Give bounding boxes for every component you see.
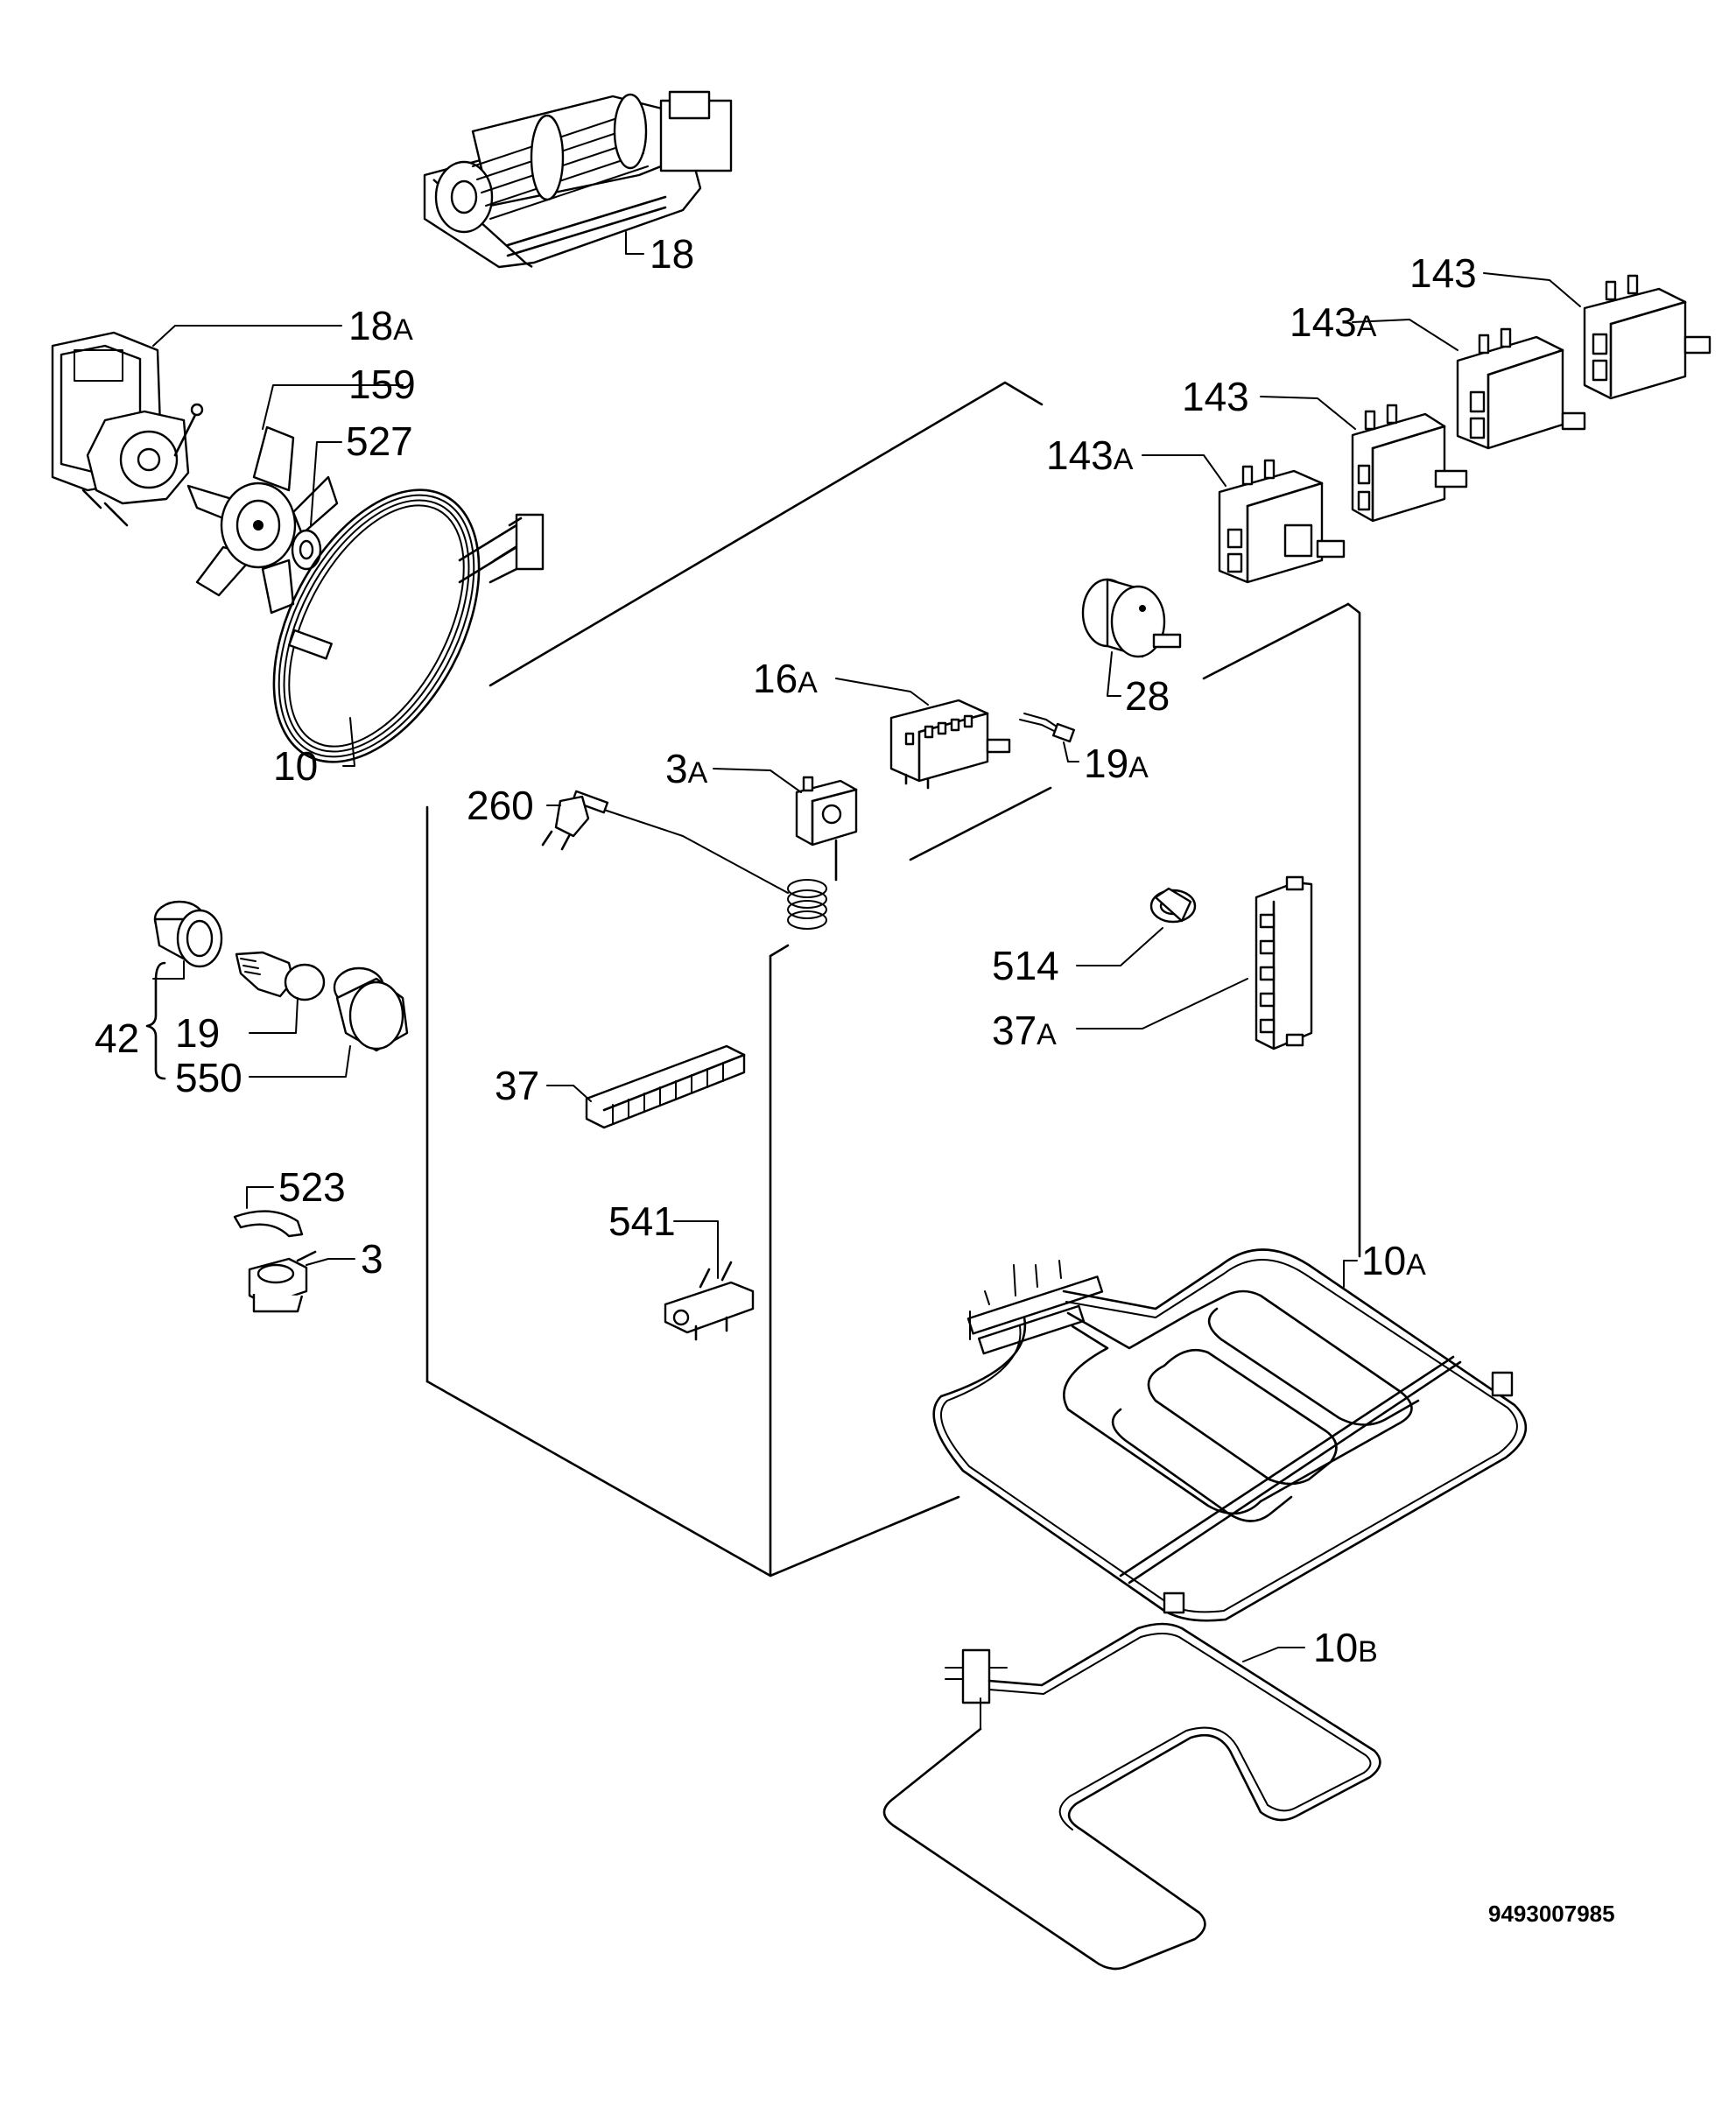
leader-10a: [1343, 1260, 1358, 1288]
part-label-159: 159: [348, 362, 416, 407]
part-label-143a-upper: 143A: [1290, 299, 1377, 345]
part-label-42: 42: [95, 1015, 139, 1061]
leader-527: [310, 441, 342, 526]
leader-10: [342, 717, 355, 767]
circular-heating-element-part: [272, 488, 545, 763]
lamp-holder-part: [153, 900, 223, 968]
bracket-42: [145, 961, 166, 1080]
thermostat-28-part: [1081, 578, 1182, 658]
fan-motor-part: [51, 331, 204, 527]
part-label-18a: 18A: [348, 303, 413, 348]
part-label-260: 260: [467, 783, 534, 828]
part-label-28: 28: [1125, 673, 1170, 719]
leader-143-top: [1483, 272, 1581, 307]
switch-143a-upper-part: [1456, 327, 1586, 450]
part-label-19a: 19A: [1084, 741, 1149, 786]
terminal-strip-37-part: [585, 1044, 746, 1129]
fan-blade-part: [186, 425, 339, 615]
leader-523: [246, 1186, 274, 1209]
grommet-514-part: [1149, 887, 1197, 924]
leader-143a-upper: [1352, 319, 1458, 351]
switch-143-top-part: [1583, 274, 1711, 400]
drawing-code: 9493007985: [1488, 1901, 1615, 1927]
leader-37: [546, 1085, 592, 1102]
switch-143-mid-part: [1351, 404, 1468, 523]
part-label-523: 523: [278, 1164, 346, 1210]
part-label-143-top: 143: [1409, 250, 1477, 296]
leader-19a: [1063, 741, 1079, 762]
fan-nut-part: [291, 529, 322, 571]
thermal-fuse-3-part: [248, 1250, 317, 1313]
clip-523-part: [233, 1210, 304, 1238]
leader-514: [1076, 927, 1163, 966]
leader-143a-lower: [1142, 454, 1226, 487]
part-label-3a: 3A: [665, 746, 708, 791]
part-label-550: 550: [175, 1055, 242, 1100]
part-label-514: 514: [992, 943, 1059, 988]
oven-cavity-outline: [425, 381, 1361, 1578]
leader-42-holder: [152, 960, 185, 980]
selector-switch-16a-part: [889, 699, 1011, 790]
part-label-10a: 10A: [1361, 1238, 1426, 1283]
switch-143a-lower-part: [1218, 459, 1346, 584]
leader-550: [249, 1045, 351, 1078]
lamp-cover-part: [333, 966, 409, 1052]
leader-16a: [835, 678, 929, 706]
bottom-heating-element-10b-part: [882, 1622, 1381, 1971]
leader-10b: [1242, 1647, 1305, 1662]
sensor-19a-part: [1019, 713, 1075, 743]
terminal-block-37a-part: [1255, 875, 1313, 1050]
leader-159: [262, 384, 404, 430]
part-label-19: 19: [175, 1010, 220, 1056]
part-label-37: 37: [495, 1063, 539, 1108]
tangential-fan-part: [423, 90, 733, 269]
part-label-143a-lower: 143A: [1046, 432, 1134, 478]
grill-heating-element-10a-part: [932, 1248, 1528, 1622]
part-label-541: 541: [608, 1198, 676, 1244]
leader-28: [1107, 651, 1121, 697]
leader-18a: [152, 325, 342, 347]
part-label-37a: 37A: [992, 1008, 1057, 1053]
part-label-18: 18: [650, 231, 694, 277]
part-label-16a: 16A: [753, 656, 818, 701]
lamp-bulb-part: [235, 951, 326, 1001]
terminal-clip-541-part: [664, 1261, 755, 1341]
clip-260-part: [541, 795, 590, 851]
leader-19: [249, 997, 299, 1034]
part-label-10b: 10B: [1313, 1625, 1378, 1670]
part-label-10: 10: [273, 743, 318, 789]
leader-541: [673, 1220, 719, 1279]
leader-37a: [1076, 978, 1248, 1029]
part-label-143-mid: 143: [1182, 374, 1249, 419]
leader-143-mid: [1260, 396, 1356, 430]
leader-3a: [713, 768, 802, 793]
thermostat-3a-part: [571, 776, 858, 930]
part-label-527: 527: [346, 418, 413, 464]
leader-3: [306, 1258, 355, 1266]
part-label-3: 3: [361, 1236, 383, 1282]
